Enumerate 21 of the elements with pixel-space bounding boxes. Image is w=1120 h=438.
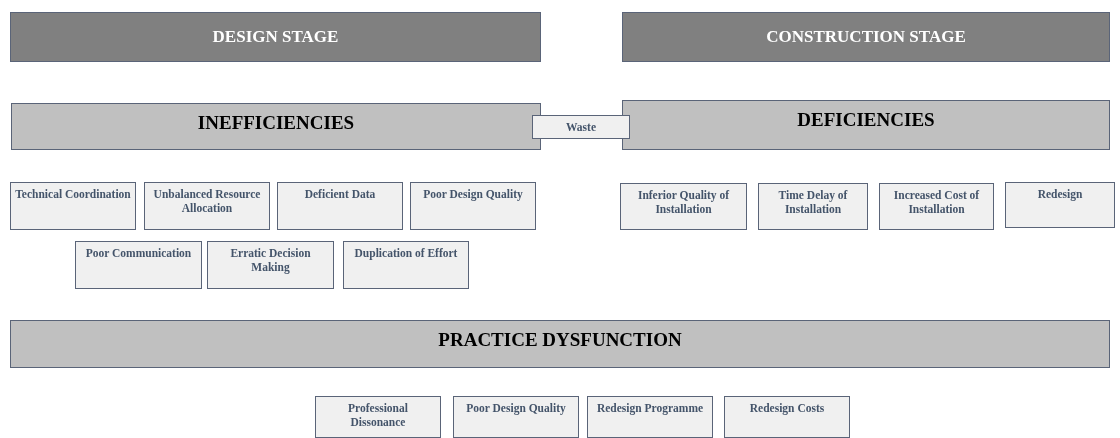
factor-box: Technical Coordination	[10, 182, 136, 230]
factor-box: Erratic Decision Making	[207, 241, 334, 289]
factor-box: Increased Cost of Installation	[879, 183, 994, 230]
factor-box: Duplication of Effort	[343, 241, 469, 289]
factor-box: Poor Design Quality	[453, 396, 579, 438]
factor-box: Redesign	[1005, 182, 1115, 228]
factor-box: Redesign Programme	[587, 396, 713, 438]
category-band: INEFFICIENCIES	[11, 103, 541, 150]
stage-banner: DESIGN STAGE	[10, 12, 541, 62]
factor-box: Professional Dissonance	[315, 396, 441, 438]
factor-box: Poor Communication	[75, 241, 202, 289]
factor-box: Inferior Quality of Installation	[620, 183, 747, 230]
factor-box: Unbalanced Resource Allocation	[144, 182, 270, 230]
factor-box: Redesign Costs	[724, 396, 850, 438]
category-band: DEFICIENCIES	[622, 100, 1110, 150]
factor-box: Poor Design Quality	[410, 182, 536, 230]
category-band: PRACTICE DYSFUNCTION	[10, 320, 1110, 368]
stage-banner: CONSTRUCTION STAGE	[622, 12, 1110, 62]
factor-box: Time Delay of Installation	[758, 183, 868, 230]
connector-box: Waste	[532, 115, 630, 139]
factor-box: Deficient Data	[277, 182, 403, 230]
